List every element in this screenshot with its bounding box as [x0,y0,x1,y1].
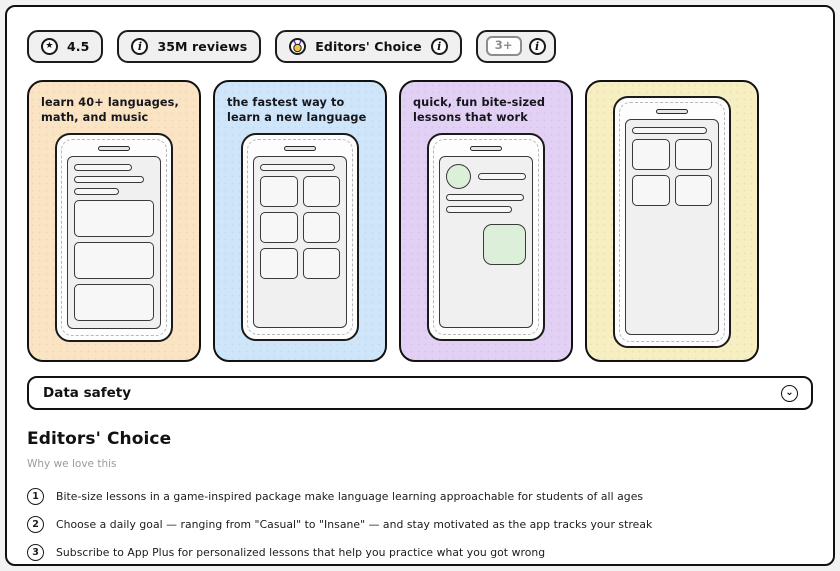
phone-speaker [98,145,130,151]
content-tile [302,247,340,279]
content-bar [632,127,708,134]
accent-tile [483,223,526,265]
screenshot-card-1[interactable]: learn 40+ languages, math, and music [27,80,201,362]
data-safety-section[interactable]: Data safety ⌄ [27,376,813,410]
list-item: 3 Subscribe to App Plus for personalized… [27,538,813,564]
editors-choice-subtitle: Why we love this [27,458,117,470]
screenshot-carousel[interactable]: learn 40+ languages, math, and music [27,80,813,362]
star-icon: ★ [41,37,58,55]
phone-mockup [613,96,731,348]
content-tile [632,139,670,170]
phone-screen [253,155,347,328]
content-bar [74,163,132,171]
age-rating-box: 3+ [485,35,522,57]
chevron-down-icon[interactable]: ⌄ [781,384,798,402]
age-rating-badge[interactable]: 3+ i [475,29,556,63]
content-block [74,283,154,321]
list-number: 2 [27,515,44,533]
list-item-text: Bite-size lessons in a game-inspired pac… [56,489,644,503]
content-bar [260,163,336,171]
card-caption: learn 40+ languages, math, and music [41,96,179,124]
content-tile [260,247,298,279]
info-icon: i [131,37,149,55]
phone-mockup [427,132,545,341]
info-icon[interactable]: i [528,37,546,55]
content-bar [74,175,145,183]
phone-speaker [470,145,502,151]
content-tile [302,211,340,243]
avatar-row [446,163,526,189]
screenshot-card-2[interactable]: the fastest way to learn a new language [213,80,387,362]
content-tile [260,175,298,207]
content-bar [446,193,524,201]
phone-mockup [241,132,359,341]
content-tile [260,211,298,243]
avatar [446,163,471,189]
phone-screen [439,155,533,328]
content-bar [478,172,526,180]
rating-badge[interactable]: ★ 4.5 [27,29,104,63]
content-block [74,241,154,279]
content-block [74,199,154,237]
phone-screen [67,155,161,329]
reviews-badge[interactable]: i 35M reviews [117,29,262,63]
phone-screen [625,119,719,335]
content-bar [74,187,119,195]
editors-choice-badge[interactable]: Editors' Choice i [275,29,462,63]
phone-speaker [656,109,688,114]
screenshot-card-3[interactable]: quick, fun bite-sized lessons that work [399,80,573,362]
content-tile [632,175,670,206]
editors-choice-list: 1 Bite-size lessons in a game-inspired p… [27,482,813,564]
content-tile [302,175,340,207]
editors-choice-heading: Editors' Choice [27,429,172,449]
data-safety-label: Data safety [43,385,132,401]
list-item-text: Subscribe to App Plus for personalized l… [56,545,546,559]
content-tile [674,175,712,206]
editors-choice-label: Editors' Choice [315,38,422,54]
card-caption: quick, fun bite-sized lessons that work [413,96,546,124]
screenshot-card-4[interactable] [585,80,759,362]
list-item: 2 Choose a daily goal — ranging from "Ca… [27,510,813,538]
list-number: 1 [27,487,44,505]
info-icon[interactable]: i [430,37,448,55]
tile-grid [260,175,340,279]
app-listing-page: ★ 4.5 i 35M reviews Editors' Choice i 3+… [5,5,835,566]
phone-mockup [55,132,173,342]
list-item-text: Choose a daily goal — ranging from "Casu… [56,517,653,531]
card-caption: the fastest way to learn a new language [227,96,367,124]
phone-speaker [284,145,316,151]
tile-grid [632,139,712,206]
reviews-count: 35M reviews [157,38,248,54]
content-tile [674,139,712,170]
rating-value: 4.5 [67,38,90,54]
badge-row: ★ 4.5 i 35M reviews Editors' Choice i 3+… [27,25,813,67]
content-bar [446,205,512,213]
medal-icon [289,37,307,55]
list-number: 3 [27,543,44,561]
list-item: 1 Bite-size lessons in a game-inspired p… [27,482,813,510]
